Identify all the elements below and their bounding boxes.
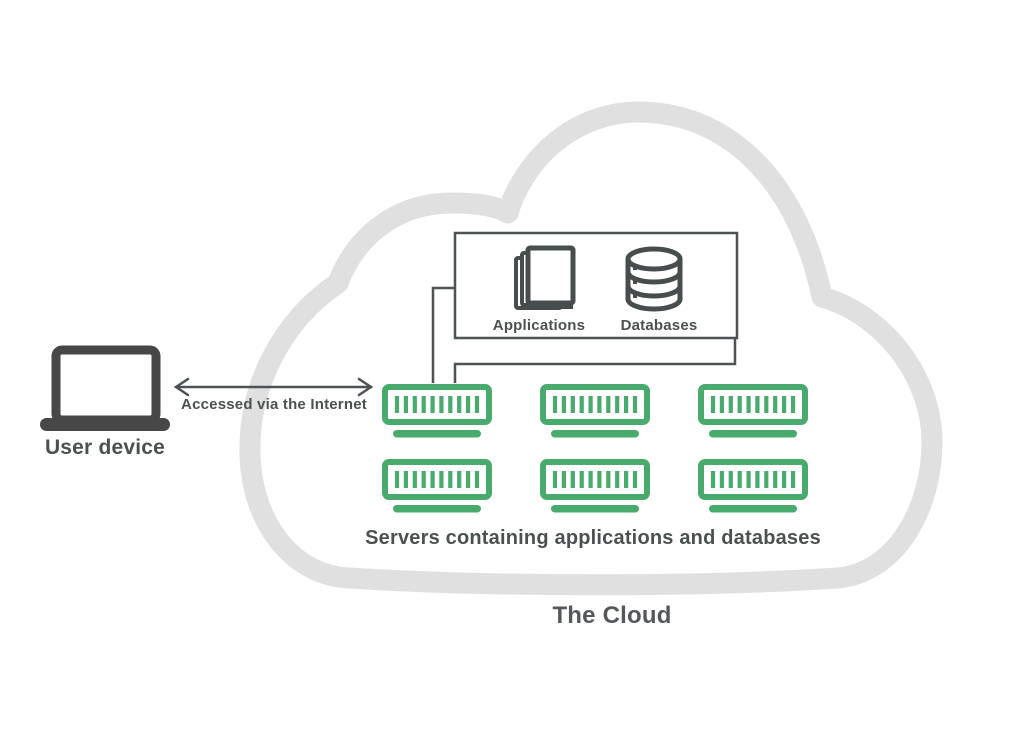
servers-caption: Servers containing applications and data… bbox=[365, 527, 821, 549]
double-arrow-icon bbox=[173, 377, 374, 397]
server-icon bbox=[543, 387, 647, 438]
database-cylinder-icon bbox=[625, 246, 683, 312]
applications-label: Applications bbox=[492, 317, 586, 334]
server-grid bbox=[385, 387, 805, 513]
user-device-label: User device bbox=[44, 436, 166, 459]
applications-stack-icon bbox=[514, 245, 576, 310]
connector-line-right bbox=[453, 338, 737, 383]
apps-db-box bbox=[453, 231, 739, 340]
server-icon bbox=[701, 462, 805, 513]
laptop-icon bbox=[40, 345, 170, 431]
server-icon bbox=[385, 462, 489, 513]
databases-label: Databases bbox=[620, 317, 698, 334]
server-icon bbox=[701, 387, 805, 438]
connector-line-left bbox=[431, 286, 455, 383]
internet-label: Accessed via the Internet bbox=[181, 396, 367, 413]
server-icon bbox=[543, 462, 647, 513]
cloud-title: The Cloud bbox=[552, 602, 672, 629]
server-icon bbox=[385, 387, 489, 438]
cloud-outline-icon bbox=[239, 101, 943, 596]
